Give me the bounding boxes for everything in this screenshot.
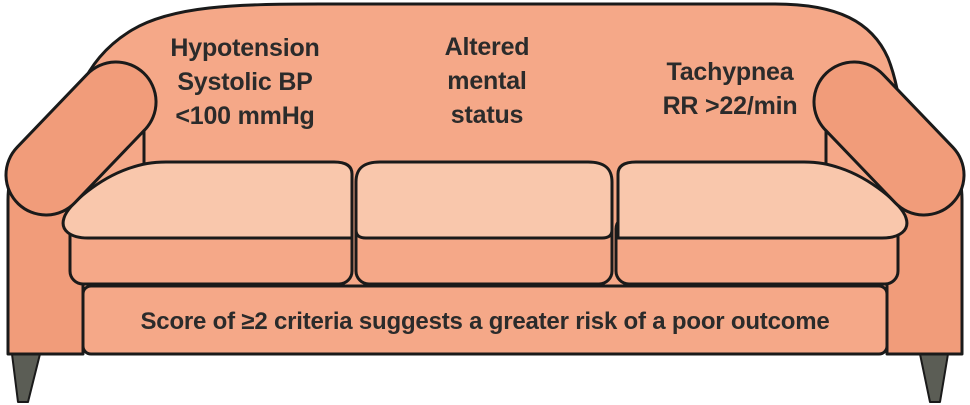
cushion-top-left	[61, 160, 354, 240]
right-armrest	[812, 60, 966, 217]
cushion-top-middle	[354, 160, 614, 240]
criterion-line: Altered	[444, 33, 530, 61]
criterion-line: <100 mmHg	[175, 102, 315, 130]
criterion-altered-mental-status: Altered mental status	[357, 30, 617, 132]
criterion-line: Systolic BP	[177, 68, 313, 96]
couch-skirt	[81, 284, 889, 356]
left-armrest	[4, 60, 158, 217]
criterion-line: Tachypnea	[666, 58, 794, 86]
couch-leg-left	[11, 353, 41, 403]
cushion-top-right	[616, 160, 909, 240]
criterion-hypotension: Hypotension Systolic BP <100 mmHg	[115, 31, 375, 133]
criterion-line: mental	[447, 67, 527, 95]
criterion-line: Hypotension	[170, 34, 320, 62]
criterion-line: status	[450, 101, 524, 129]
couch-leg-right	[919, 353, 949, 403]
criterion-tachypnea: Tachypnea RR >22/min	[600, 55, 860, 123]
criterion-line: RR >22/min	[662, 92, 798, 120]
score-caption: Score of ≥2 criteria suggests a greater …	[140, 308, 830, 335]
